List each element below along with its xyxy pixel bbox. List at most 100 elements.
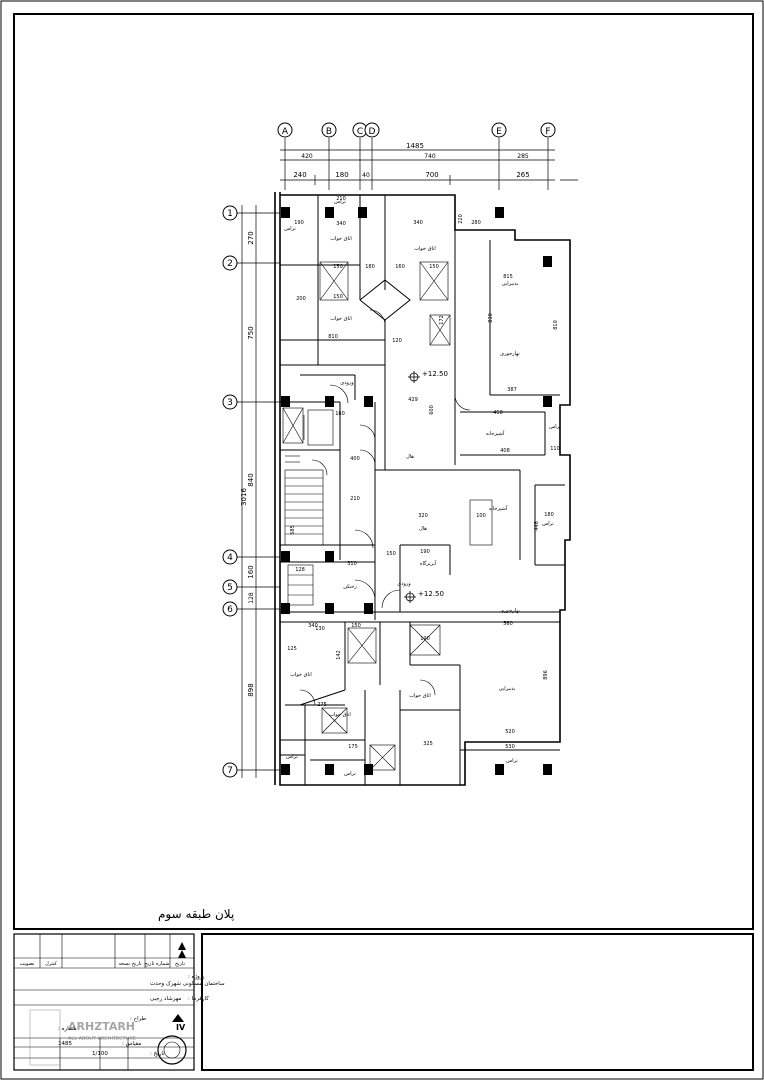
plan-dim: 340 — [336, 221, 346, 227]
plan-dim: 130 — [315, 626, 325, 632]
room-kitchen-lower: آشپزخانه — [489, 505, 508, 512]
room-balcony-left: تراس — [284, 226, 296, 232]
dim-left-1: 270 — [247, 231, 255, 244]
plan-dim: 810 — [328, 334, 338, 340]
plan-dim: 310 — [347, 561, 357, 567]
room-master-lower: بدنیرایی — [499, 686, 516, 692]
plan-dim: 325 — [423, 741, 433, 747]
grid-row-bubbles — [222, 205, 238, 778]
plan-dim: 142 — [336, 650, 342, 660]
dim-top3-e: 265 — [516, 171, 529, 179]
room-hall-upper: هال — [406, 454, 414, 460]
grid-bubble-B — [321, 122, 337, 138]
watermark-line1: ARHZTARH — [68, 1020, 135, 1033]
grid-bubble-F — [540, 122, 556, 138]
grid-label-B: B — [326, 127, 332, 137]
floor-plan: A B C D E F 1485 420 740 285 2 — [158, 122, 578, 922]
plan-dim: 340 — [308, 623, 318, 629]
room-service: رختکن — [343, 584, 357, 590]
plan-dim: 220 — [458, 214, 464, 224]
room-balcony-bottom: تراس — [506, 758, 518, 764]
plan-dim: 190 — [294, 220, 304, 226]
tb-header-revision-date: شماره تاریخ — [144, 961, 169, 967]
dim-top3-a: 240 — [293, 171, 306, 179]
plan-dim: 110 — [550, 446, 560, 452]
plan-dim: 830 — [488, 313, 494, 323]
plan-dim: 448 — [534, 521, 540, 531]
dim-left-2: 750 — [247, 326, 255, 339]
tb-header-approve: تصویب — [20, 961, 35, 967]
plan-dim: 210 — [350, 496, 360, 502]
tb-client-label: کارفرما : — [188, 995, 209, 1002]
grid-label-1: 1 — [227, 209, 233, 219]
room-bedroom-2: اتاق خواب — [414, 246, 436, 252]
grid-label-5: 5 — [227, 583, 233, 593]
dim-left-5: 128 — [248, 592, 255, 604]
room-kitchen-upper: آشپزخانه — [486, 430, 505, 437]
plan-dim: 150 — [333, 264, 343, 270]
dim-left-4: 160 — [247, 565, 255, 578]
plan-dim: 896 — [543, 670, 549, 680]
top-dimension-lines — [280, 138, 578, 190]
room-balcony-bottom-left: تراس — [286, 754, 298, 760]
dim-top2-a: 420 — [301, 153, 313, 160]
plan-dim: 810 — [553, 320, 559, 330]
plan-dim: 815 — [503, 274, 513, 280]
staircase — [284, 409, 334, 606]
plan-dim: 150 — [386, 551, 396, 557]
room-dining-upper: نهارخوری — [500, 351, 520, 357]
plan-dim: 190 — [420, 549, 430, 555]
plan-dim: 320 — [418, 513, 428, 519]
watermark-line2: ALL ABOUT ARCHITECTURE — [68, 1036, 136, 1042]
dim-left-3: 840 — [247, 473, 255, 486]
plan-dim: 560 — [503, 621, 513, 627]
grid-bubble-A — [277, 122, 293, 138]
tb-sheet-value: 1485 — [58, 1041, 72, 1047]
plan-dim: 340 — [413, 220, 423, 226]
plan-dim: 275 — [317, 702, 327, 708]
tb-project-label: پروژه : — [188, 974, 205, 980]
plan-dim: 458 — [493, 410, 503, 416]
grid-label-A: A — [282, 127, 289, 137]
grid-label-7: 7 — [227, 766, 233, 776]
drawing-frame — [13, 13, 754, 930]
plan-dim: 120 — [392, 338, 402, 344]
plan-dim: 530 — [505, 744, 515, 750]
tb-date-label: تاریخ : — [150, 1051, 165, 1057]
tb-header-revision: تاریخ نسخه — [118, 961, 142, 967]
tb-project-name: ساختمان مسکونی شهرک وحدت — [150, 980, 225, 987]
room-balcony-top: تراس — [334, 199, 346, 205]
structural-columns — [281, 207, 552, 775]
dim-top2-c: 285 — [517, 153, 529, 160]
plan-dim: 400 — [350, 456, 360, 462]
grid-bubble-E — [491, 122, 507, 138]
plan-dim: 190 — [420, 636, 430, 642]
grid-label-F: F — [545, 127, 550, 137]
dim-top2-b: 740 — [424, 153, 436, 160]
room-balcony-right-lower: تراس — [542, 521, 554, 527]
room-balcony-bottom-mid: تراس — [344, 771, 356, 777]
room-balcony-right: تراس — [549, 424, 561, 430]
watermark: ARHZTARH ALL ABOUT ARCHITECTURE — [29, 1009, 136, 1066]
tb-header-check: کنترل — [45, 961, 57, 967]
plan-dim: 210 — [336, 196, 346, 202]
left-dimension-lines — [237, 205, 280, 778]
plan-dim: 100 — [476, 513, 486, 519]
grid-column-bubbles — [277, 122, 556, 138]
plan-dim: 408 — [500, 448, 510, 454]
grid-label-E: E — [496, 127, 502, 137]
tb-scale-value: 1/100 — [92, 1051, 108, 1057]
room-entrance-lower: ورودی — [397, 581, 411, 587]
plan-dim: 387 — [507, 387, 517, 393]
room-bedroom-4: اتاق خواب — [290, 672, 312, 678]
dim-left-6: 898 — [247, 683, 255, 696]
plan-dim: 175 — [348, 744, 358, 750]
level-markers — [404, 371, 420, 603]
tb-client-name: مهرشاد رجبی — [150, 996, 181, 1002]
room-hall-lower: هال — [419, 526, 427, 532]
plan-dim: 280 — [471, 220, 481, 226]
dim-top3-b: 180 — [335, 171, 348, 179]
tb-designer-label: طراح : — [130, 1016, 146, 1022]
